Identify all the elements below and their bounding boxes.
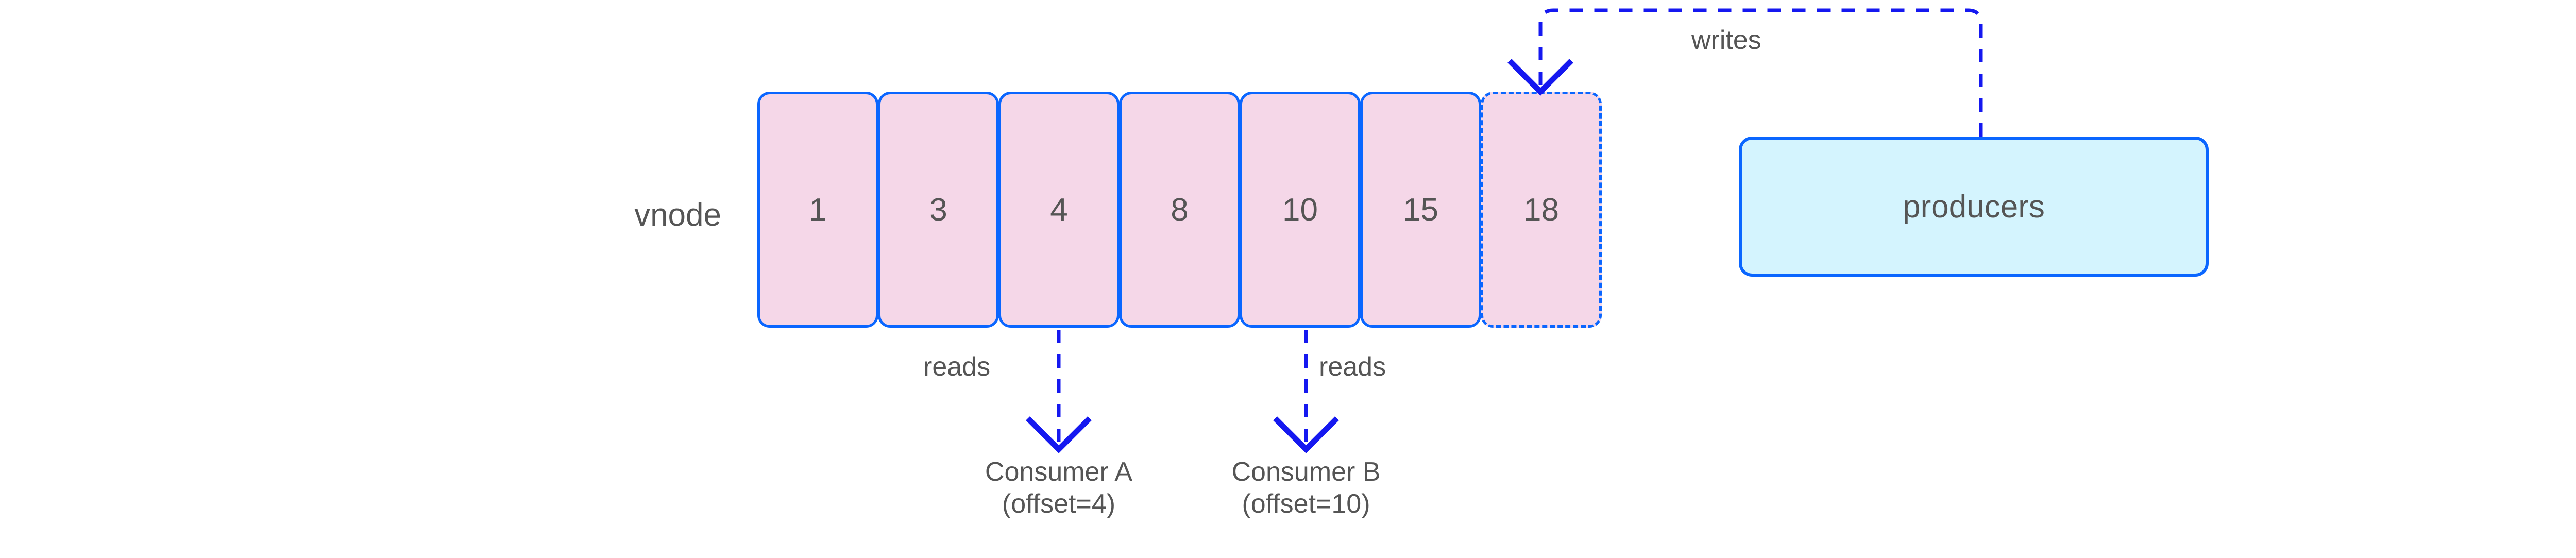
reads-b-edge-label: reads	[1319, 352, 1386, 382]
producers-box[interactable]: producers	[1739, 137, 2209, 277]
vnode-cell-value: 15	[1403, 192, 1438, 228]
vnode-cell-value: 8	[1171, 192, 1189, 228]
vnode-cell-row: 1 3 4 8 10 15 18	[757, 92, 1602, 328]
vnode-cell-value: 10	[1282, 192, 1318, 228]
vnode-cell-value: 1	[809, 192, 827, 228]
vnode-label: vnode	[634, 197, 721, 233]
vnode-cell[interactable]: 8	[1119, 92, 1240, 328]
consumer-b-offset: (offset=10)	[1242, 489, 1370, 519]
vnode-cell[interactable]: 10	[1240, 92, 1361, 328]
consumer-a-offset: (offset=4)	[1002, 489, 1116, 519]
reads-a-edge-label: reads	[923, 352, 991, 382]
consumer-b-caption: Consumer B (offset=10)	[1232, 456, 1381, 520]
vnode-cell[interactable]: 1	[757, 92, 878, 328]
vnode-cell-value: 3	[929, 192, 947, 228]
consumer-b-name: Consumer B	[1231, 457, 1381, 487]
writes-arrowhead	[1507, 59, 1573, 96]
vnode-cell-pending[interactable]: 18	[1481, 92, 1602, 328]
reads-b-arrowhead	[1273, 416, 1339, 453]
writes-edge-label: writes	[1691, 25, 1761, 55]
vnode-cell[interactable]: 4	[998, 92, 1120, 328]
consumer-a-name: Consumer A	[985, 457, 1133, 487]
vnode-cell-value: 18	[1523, 192, 1559, 228]
reads-a-arrowhead	[1026, 416, 1092, 453]
vnode-cell[interactable]: 15	[1360, 92, 1481, 328]
vnode-cell[interactable]: 3	[878, 92, 999, 328]
producers-label: producers	[1903, 189, 2045, 225]
vnode-cell-value: 4	[1050, 192, 1068, 228]
consumer-a-caption: Consumer A (offset=4)	[985, 456, 1132, 520]
